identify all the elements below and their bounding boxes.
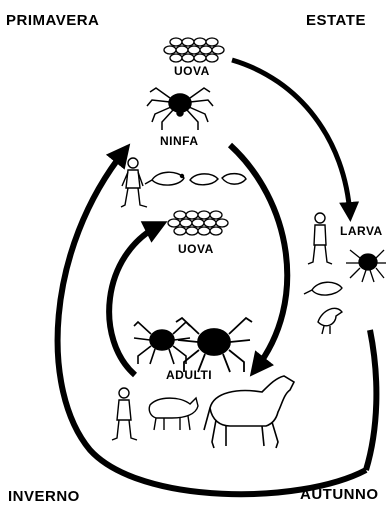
rodent-icon bbox=[304, 282, 342, 295]
adults-to-eggs-arrow bbox=[109, 225, 160, 375]
egg-cluster-icon bbox=[168, 211, 228, 235]
eggs-to-larva-arrow bbox=[232, 60, 350, 215]
human-icon bbox=[112, 388, 137, 440]
stage-label-larva: LARVA bbox=[340, 224, 383, 238]
tick-icon bbox=[147, 88, 213, 130]
larva-to-autumn-arrow bbox=[366, 330, 376, 470]
stage-label-nymph: NINFA bbox=[160, 134, 199, 148]
tick-icon bbox=[346, 250, 386, 282]
human-icon bbox=[121, 158, 147, 207]
season-label-winter: INVERNO bbox=[8, 488, 80, 505]
egg-cluster-icon bbox=[164, 38, 224, 62]
bird-icon bbox=[318, 308, 342, 334]
tick-icon bbox=[134, 322, 190, 364]
season-label-spring: PRIMAVERA bbox=[6, 12, 99, 29]
stage-label-eggs-top: UOVA bbox=[174, 64, 210, 78]
human-icon bbox=[308, 213, 332, 264]
stage-label-adults: ADULTI bbox=[166, 368, 212, 382]
rodent-icon bbox=[145, 172, 246, 185]
deer-icon bbox=[149, 398, 198, 430]
stage-label-eggs-middle: UOVA bbox=[178, 242, 214, 256]
tick-icon bbox=[176, 318, 252, 372]
season-label-autumn: AUTUNNO bbox=[300, 486, 379, 503]
horse-icon bbox=[204, 376, 294, 448]
season-label-summer: ESTATE bbox=[306, 12, 366, 29]
